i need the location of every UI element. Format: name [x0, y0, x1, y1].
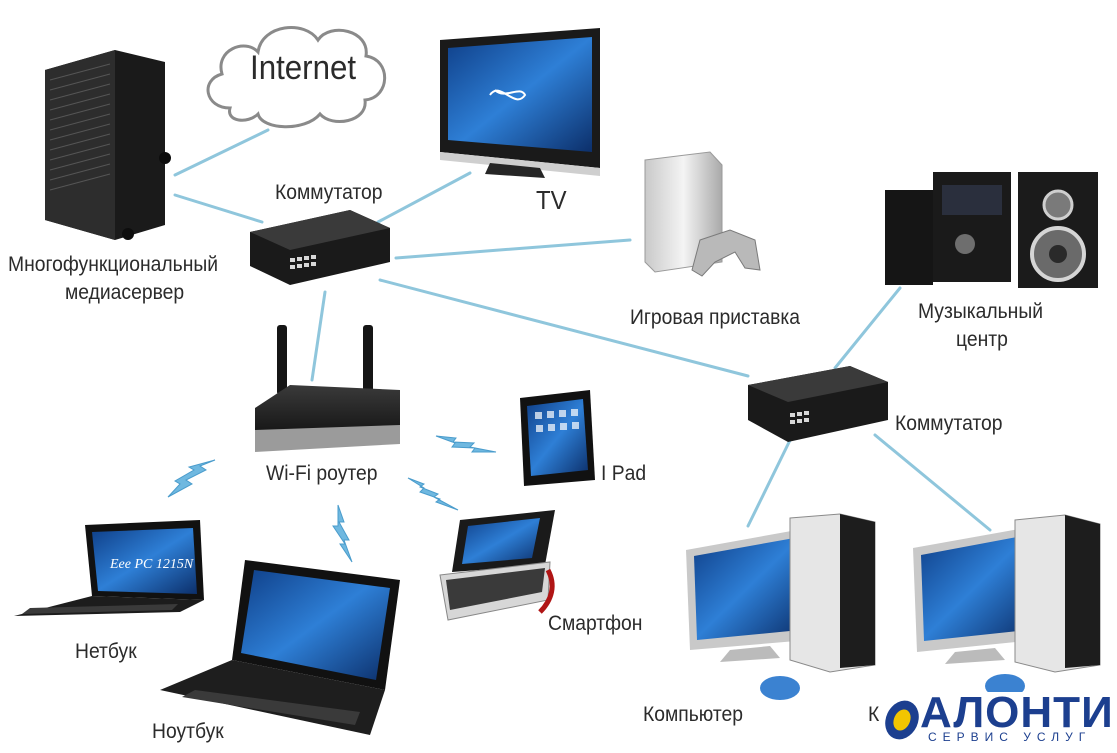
tv-icon	[440, 28, 600, 178]
internet-cloud-icon	[206, 26, 387, 129]
link-switch-computer2	[873, 433, 992, 532]
label-notebook: Ноутбук	[152, 720, 224, 743]
switch-top-icon	[250, 210, 390, 285]
label-smartphone: Смартфон	[548, 612, 643, 635]
label-game-console: Игровая приставка	[630, 306, 800, 329]
wifi-arrows	[167, 435, 497, 563]
label-netbook: Нетбук	[75, 640, 137, 663]
link-console-switch	[394, 238, 632, 260]
link-switch-switch	[378, 278, 750, 378]
music-center-icon	[885, 172, 1098, 288]
wifi-arrow-ipad	[435, 435, 497, 453]
link-server-switch	[173, 193, 264, 224]
label-music-line2: центр	[956, 328, 1008, 351]
switch-right-icon	[748, 366, 888, 442]
label-switch-right: Коммутатор	[895, 412, 1003, 435]
notebook-icon	[160, 560, 400, 735]
wifi-arrow-netbook	[167, 459, 216, 498]
computer2-monitor-icon	[913, 526, 1036, 664]
computer1-mouse-icon	[760, 676, 800, 700]
label-computer2: К	[868, 703, 880, 726]
label-tv: TV	[536, 185, 567, 215]
link-tv-switch	[376, 171, 472, 224]
label-ipad: I Pad	[601, 462, 647, 485]
label-computer1: Компьютер	[643, 703, 744, 726]
netbook-icon	[14, 520, 204, 616]
media-server-icon	[45, 50, 171, 240]
label-internet: Internet	[250, 49, 357, 87]
label-switch-top: Коммутатор	[275, 181, 383, 204]
netbook-brand-text: Eee PC 1215N	[109, 557, 194, 572]
computer1-tower-icon	[789, 513, 876, 673]
link-switch-router	[310, 290, 327, 382]
logo-tagline: СЕРВИС УСЛУГ	[928, 730, 1092, 744]
link-internet-switch	[173, 128, 270, 177]
logo-name: АЛОНТИ	[920, 688, 1114, 737]
link-switch-music	[833, 286, 902, 370]
alonti-logo: АЛОНТИ СЕРВИС УСЛУГ	[880, 688, 1113, 750]
label-mediaserver-line1: Многофункциональный	[8, 253, 219, 276]
wifi-router-icon	[255, 325, 400, 452]
game-console-icon	[644, 151, 761, 277]
wifi-arrow-smartphone	[407, 477, 459, 511]
label-wifi-router: Wi-Fi роутер	[266, 462, 378, 485]
smartphone-icon	[439, 510, 555, 621]
ipad-icon	[520, 390, 595, 486]
logo-emblem-icon	[885, 700, 919, 740]
connection-lines	[173, 128, 992, 532]
wifi-arrow-notebook	[332, 504, 353, 563]
computer1-monitor-icon	[686, 528, 808, 662]
link-switch-computer1	[746, 428, 797, 528]
label-music-line1: Музыкальный	[918, 300, 1044, 323]
label-mediaserver-line2: медиасервер	[65, 281, 185, 304]
computer2-tower-icon	[1014, 514, 1101, 673]
